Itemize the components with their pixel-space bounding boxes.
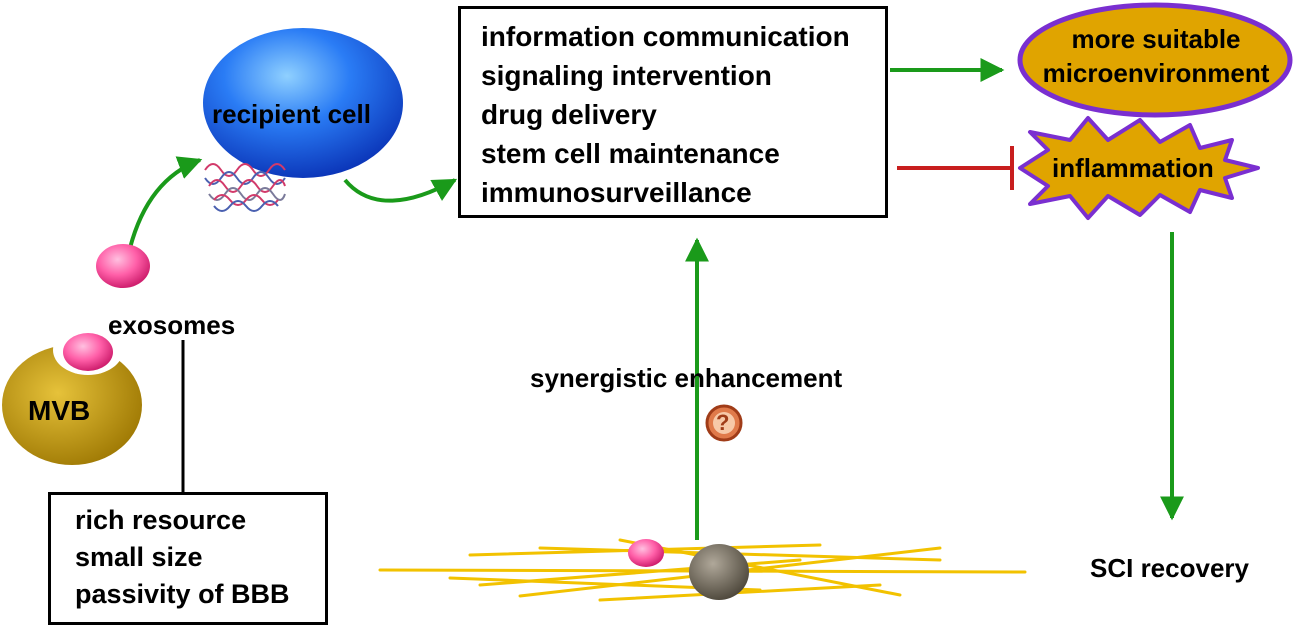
property-item: small size (75, 542, 203, 572)
exosome-to-cell-arrow (128, 156, 203, 249)
recipient-cell-shape (203, 28, 403, 178)
function-item: information communication (481, 21, 850, 52)
function-item: drug delivery (481, 99, 657, 130)
function-item: signaling intervention (481, 60, 772, 91)
property-item: rich resource (75, 505, 247, 535)
function-item: immunosurveillance (481, 177, 752, 208)
microenvironment-shape (1017, 2, 1293, 118)
functions-box: information communication signaling inte… (458, 6, 888, 218)
microenvironment-label: more suitable microenvironment (1022, 22, 1290, 90)
synergistic-label: synergistic enhancement (530, 363, 843, 393)
question-mark: ? (716, 410, 730, 435)
function-item: stem cell maintenance (481, 138, 780, 169)
inflammation-label: inflammation (1052, 153, 1214, 183)
microenvironment-line-2: microenvironment (1042, 58, 1270, 88)
properties-box: rich resource small size passivity of BB… (48, 492, 328, 625)
question-icon-inner (713, 412, 735, 434)
sci-recovery-label: SCI recovery (1090, 553, 1249, 583)
exosome-particle (96, 244, 150, 288)
microenvironment-line-1: more suitable (1071, 24, 1241, 54)
recipient-cell-label: recipient cell (212, 99, 371, 129)
exosomes-label: exosomes (108, 310, 236, 340)
property-item: passivity of BBB (75, 579, 290, 609)
scaffold-stem-cell (689, 544, 749, 600)
inflammation-burst (1018, 116, 1260, 220)
rna-helix-icon (204, 163, 286, 212)
mvb-label: MVB (28, 395, 91, 426)
cell-to-functions-arrow (343, 178, 458, 203)
scaffold-exosome (628, 539, 664, 567)
mvb-exosome (63, 333, 113, 371)
mvb-shape (2, 345, 142, 465)
